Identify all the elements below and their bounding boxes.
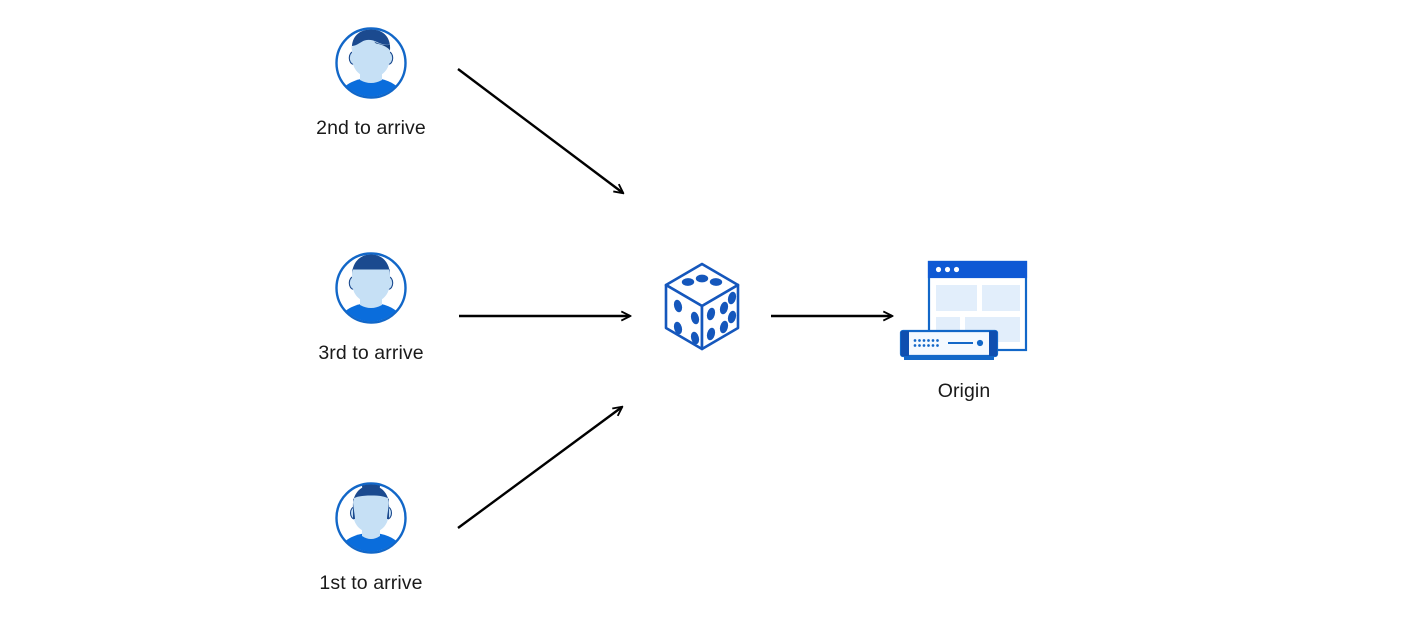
- dice-right-face-dots: [706, 291, 737, 341]
- dice-icon: [664, 262, 740, 351]
- user-avatar-icon-3rd: [335, 252, 407, 324]
- label-origin-server: Origin: [937, 380, 991, 402]
- dice-top-face-dots: [681, 274, 723, 286]
- connectors-group: [457, 68, 892, 529]
- browser-content-blocks: [936, 285, 1020, 342]
- server-status-dot: [976, 339, 984, 347]
- label-client-1st: 1st to arrive: [319, 572, 423, 594]
- user-avatar-icon-2nd: [335, 27, 407, 99]
- user-avatar-icon-1st: [335, 482, 407, 554]
- browser-titlebar-dots: [935, 266, 960, 273]
- server-icon: [899, 329, 999, 360]
- edge-1st-to-lb: [457, 407, 622, 529]
- edge-2nd-to-lb: [457, 68, 623, 193]
- server-and-browser-icon: [899, 260, 1028, 360]
- dice-left-face-dots: [673, 299, 700, 345]
- server-indicator-dots: [913, 339, 939, 347]
- label-client-3rd: 3rd to arrive: [318, 342, 424, 364]
- label-client-2nd: 2nd to arrive: [316, 117, 426, 139]
